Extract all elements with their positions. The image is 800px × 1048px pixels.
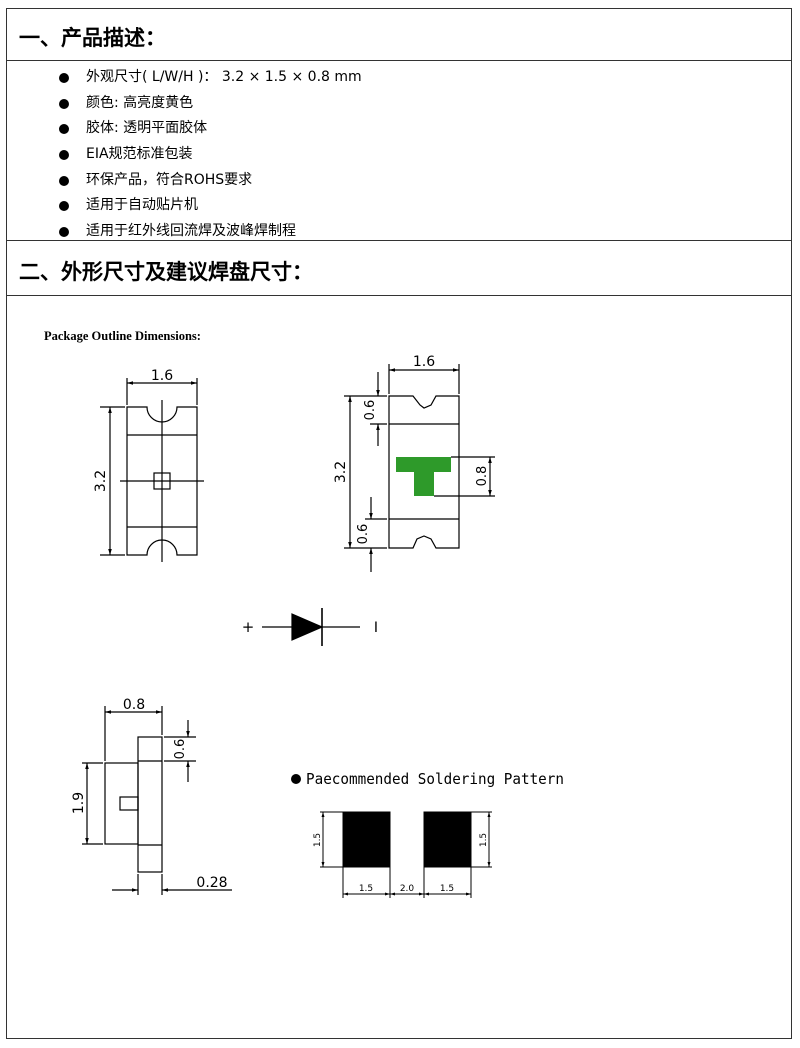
bottom-band-label: 0.6 xyxy=(356,524,371,545)
side-view-height-label: 0.8 xyxy=(123,697,145,713)
spec-sheet: 一、产品描述： 外观尺寸( L/W/H )： 3.2 × 1.5 × 0.8 m… xyxy=(6,8,792,1039)
list-item: 适用于自动贴片机 xyxy=(59,193,362,219)
list-item: 胶体: 透明平面胶体 xyxy=(59,116,362,142)
bullet-icon xyxy=(59,72,69,83)
top-view-drawing xyxy=(100,378,204,562)
side-view-band-label: 0.6 xyxy=(173,739,188,760)
diode-symbol-icon xyxy=(262,608,360,646)
soldering-pattern-heading: Paecommended Soldering Pattern xyxy=(306,770,564,788)
solder-pad-left xyxy=(342,811,391,868)
mark-height-label: 0.8 xyxy=(475,466,490,487)
bottom-view-width-label: 1.6 xyxy=(413,354,435,370)
bullet-icon xyxy=(59,226,69,237)
pad-width-right-label: 1.5 xyxy=(440,884,454,894)
list-item: 颜色: 高亮度黄色 xyxy=(59,91,362,117)
list-item-text: 外观尺寸( L/W/H )： 3.2 × 1.5 × 0.8 mm xyxy=(86,69,362,85)
anode-label: + xyxy=(242,618,255,636)
pad-gap-label: 2.0 xyxy=(400,884,415,894)
list-item-text: EIA规范标准包装 xyxy=(86,146,193,163)
list-item-text: 环保产品，符合ROHS要求 xyxy=(86,171,253,188)
bullet-icon xyxy=(59,201,69,212)
pad-height-left-label: 1.5 xyxy=(313,833,323,847)
list-item: 适用于红外线回流焊及波峰焊制程 xyxy=(59,219,362,245)
section-header-dimensions: 二、外形尺寸及建议焊盘尺寸： xyxy=(7,241,791,296)
soldering-pattern-drawing xyxy=(320,811,492,898)
bullet-icon xyxy=(59,98,69,109)
cathode-label: I xyxy=(374,620,378,636)
top-view-length-label: 3.2 xyxy=(93,470,109,492)
side-view-body-label: 1.9 xyxy=(71,792,87,814)
list-item-text: 适用于红外线回流焊及波峰焊制程 xyxy=(86,223,296,240)
section-title: 一、产品描述： xyxy=(19,26,166,50)
side-view-lead-label: 0.28 xyxy=(196,875,227,891)
side-view-drawing xyxy=(82,706,232,895)
list-item: EIA规范标准包装 xyxy=(59,142,362,168)
polarity-mark xyxy=(396,457,451,496)
list-item: 外观尺寸( L/W/H )： 3.2 × 1.5 × 0.8 mm xyxy=(59,65,362,91)
top-view-width-label: 1.6 xyxy=(151,368,173,384)
feature-list-cell: 外观尺寸( L/W/H )： 3.2 × 1.5 × 0.8 mm 颜色: 高亮… xyxy=(7,61,791,241)
bullet-icon xyxy=(59,175,69,186)
package-outline-heading: Package Outline Dimensions: xyxy=(44,329,201,343)
feature-list: 外观尺寸( L/W/H )： 3.2 × 1.5 × 0.8 mm 颜色: 高亮… xyxy=(59,65,362,245)
top-band-label: 0.6 xyxy=(363,400,378,421)
list-item: 环保产品，符合ROHS要求 xyxy=(59,168,362,194)
list-item-text: 适用于自动贴片机 xyxy=(86,197,198,214)
list-item-text: 颜色: 高亮度黄色 xyxy=(86,94,194,111)
pad-height-right-label: 1.5 xyxy=(479,833,489,847)
solder-pad-right xyxy=(423,811,472,868)
bullet-icon xyxy=(59,124,69,135)
pad-width-left-label: 1.5 xyxy=(359,884,373,894)
bullet-icon xyxy=(291,774,301,784)
list-item-text: 胶体: 透明平面胶体 xyxy=(86,120,208,137)
section-title: 二、外形尺寸及建议焊盘尺寸： xyxy=(19,260,313,284)
bullet-icon xyxy=(59,149,69,160)
bottom-view-length-label: 3.2 xyxy=(333,461,349,483)
section-header-product-description: 一、产品描述： xyxy=(7,9,791,61)
bottom-view-drawing xyxy=(344,364,495,572)
